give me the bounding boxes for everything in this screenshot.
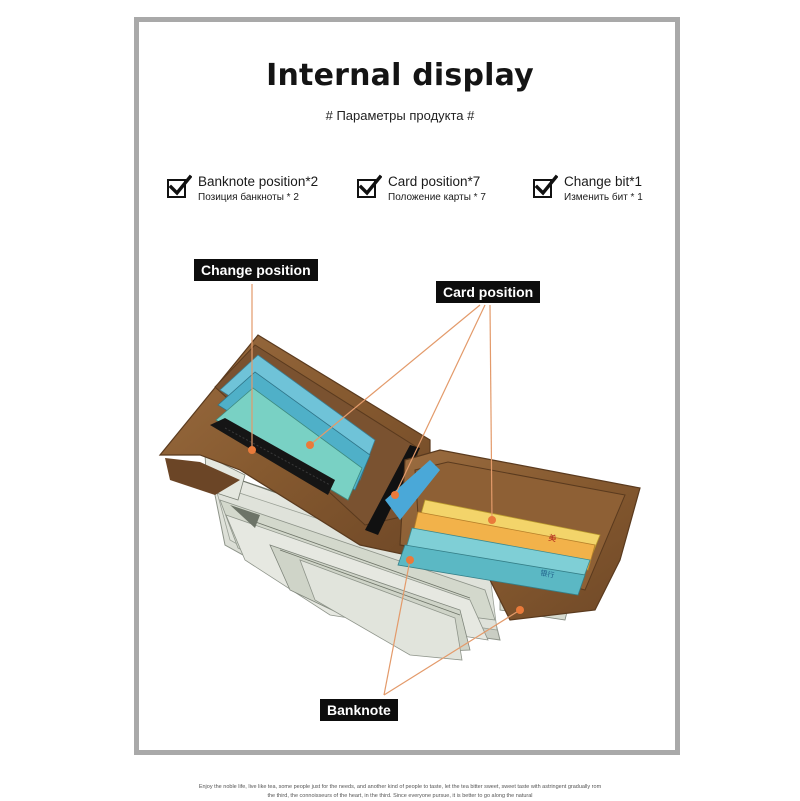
checkbox-check-icon [167,174,192,198]
callout-change-position: Change position [194,259,318,281]
card-print: 银行 [540,568,555,580]
card [397,544,586,596]
footer-line: the third, the connoisseurs of the heart… [267,793,533,799]
callout-dots [248,441,524,614]
footer-line: Enjoy the noble life, live like tea, som… [198,784,602,790]
footer-text: Enjoy the noble life, live like tea, som… [0,783,800,801]
feature-sublabel: Изменить бит * 1 [564,192,643,203]
wallet-right-panel: 美 银行 [385,449,641,621]
feature-label: Change bit*1 [564,174,643,189]
feature-sublabel: Позиция банкноты * 2 [198,192,299,203]
page-title: Internal display [266,58,534,93]
checkbox-check-icon [357,174,382,198]
callout-banknote: Banknote [320,699,398,721]
callout-card-position: Card position [436,281,541,303]
feature-sublabel: Положение карты * 7 [388,192,486,203]
callout-lines [251,284,521,696]
card [385,460,440,520]
page-subtitle: # Параметры продукта # [325,108,475,123]
card-print: 美 [548,532,558,543]
feature-label: Card position*7 [388,174,481,189]
feature-label: Banknote position*2 [198,174,319,189]
zipper-pocket [210,418,335,495]
checkbox-check-icon [533,174,558,198]
